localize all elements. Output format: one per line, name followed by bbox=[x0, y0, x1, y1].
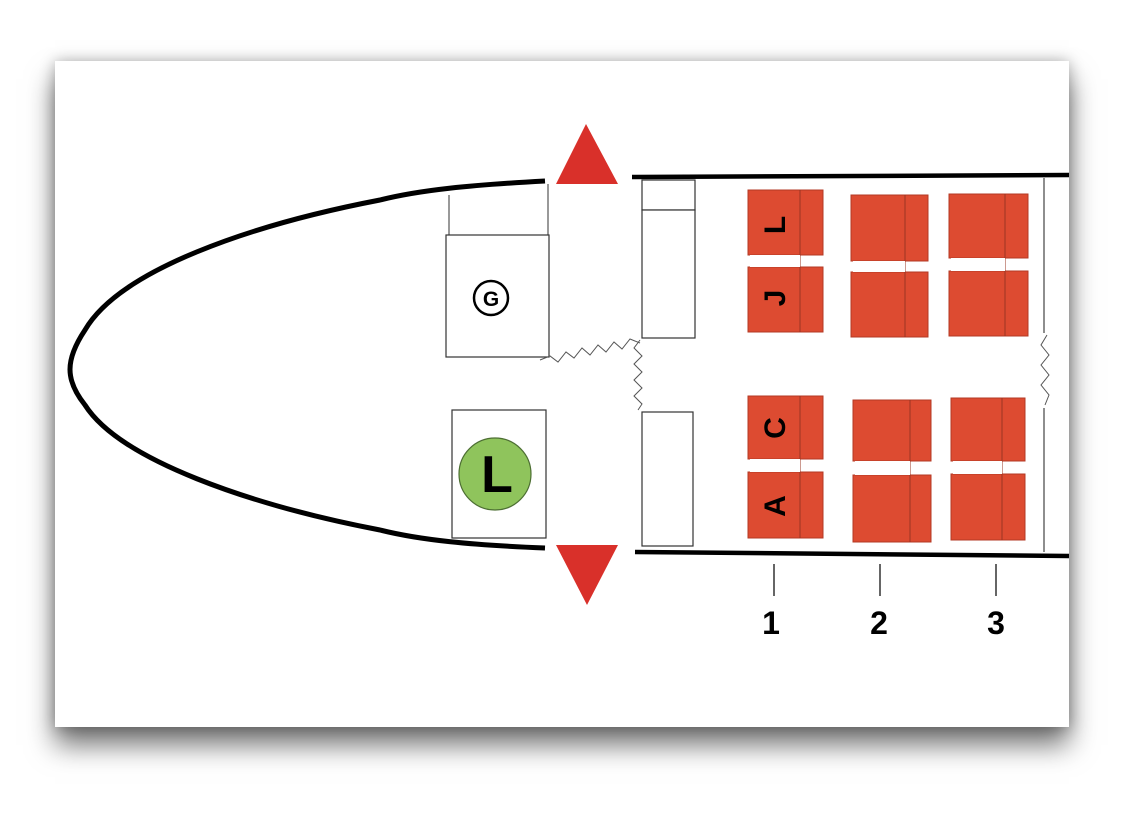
curtain-line bbox=[633, 339, 643, 411]
row-number-2: 2 bbox=[870, 605, 888, 641]
curtain-line bbox=[539, 338, 641, 363]
seat[interactable] bbox=[852, 474, 932, 543]
armrest bbox=[951, 258, 1005, 271]
armrest bbox=[750, 255, 800, 267]
lavatory-icon bbox=[458, 437, 532, 511]
seat[interactable] bbox=[850, 194, 929, 262]
seat-A[interactable] bbox=[747, 471, 824, 539]
seat-letter-J: J bbox=[759, 290, 792, 307]
galley: G bbox=[445, 184, 550, 358]
seat-L[interactable] bbox=[747, 189, 824, 256]
seat[interactable] bbox=[948, 193, 1029, 259]
curtain-line bbox=[1040, 334, 1050, 406]
seat-J[interactable] bbox=[747, 266, 824, 333]
seat[interactable] bbox=[950, 473, 1026, 541]
closet-upper bbox=[641, 179, 696, 339]
seat-letter-A: A bbox=[759, 495, 792, 517]
galley-icon bbox=[472, 279, 510, 317]
fuselage-wall-bottom bbox=[634, 549, 1069, 559]
fuselage-nose-upper bbox=[67, 178, 546, 551]
seat-letter-L: L bbox=[759, 216, 792, 234]
row-number-3: 3 bbox=[987, 605, 1005, 641]
lavatory: L bbox=[451, 409, 547, 539]
seat-letter-C: C bbox=[759, 417, 792, 439]
seat-row-3-upper[interactable] bbox=[948, 193, 1029, 337]
seat-row-1-upper[interactable]: L J bbox=[747, 189, 824, 333]
exit-arrow-icon bbox=[556, 545, 618, 605]
row-number-1: 1 bbox=[762, 605, 780, 641]
seat[interactable] bbox=[950, 397, 1026, 462]
seat-row-1-lower[interactable]: C A bbox=[747, 395, 824, 539]
seat-row-3-lower[interactable] bbox=[950, 397, 1026, 541]
galley-symbol: G bbox=[483, 288, 499, 311]
armrest bbox=[855, 461, 910, 475]
fuselage-wall-top bbox=[631, 172, 1069, 180]
seat[interactable] bbox=[852, 399, 932, 462]
closet-lower bbox=[641, 411, 694, 547]
lavatory-symbol: L bbox=[481, 446, 513, 504]
armrest bbox=[953, 461, 1002, 474]
armrest bbox=[853, 261, 905, 272]
exit-arrow-icon bbox=[556, 124, 618, 184]
seat[interactable] bbox=[850, 271, 929, 338]
armrest bbox=[750, 459, 800, 472]
seat-row-2-lower[interactable] bbox=[852, 399, 932, 543]
seat[interactable] bbox=[948, 270, 1029, 337]
seat-row-2-upper[interactable] bbox=[850, 194, 929, 338]
